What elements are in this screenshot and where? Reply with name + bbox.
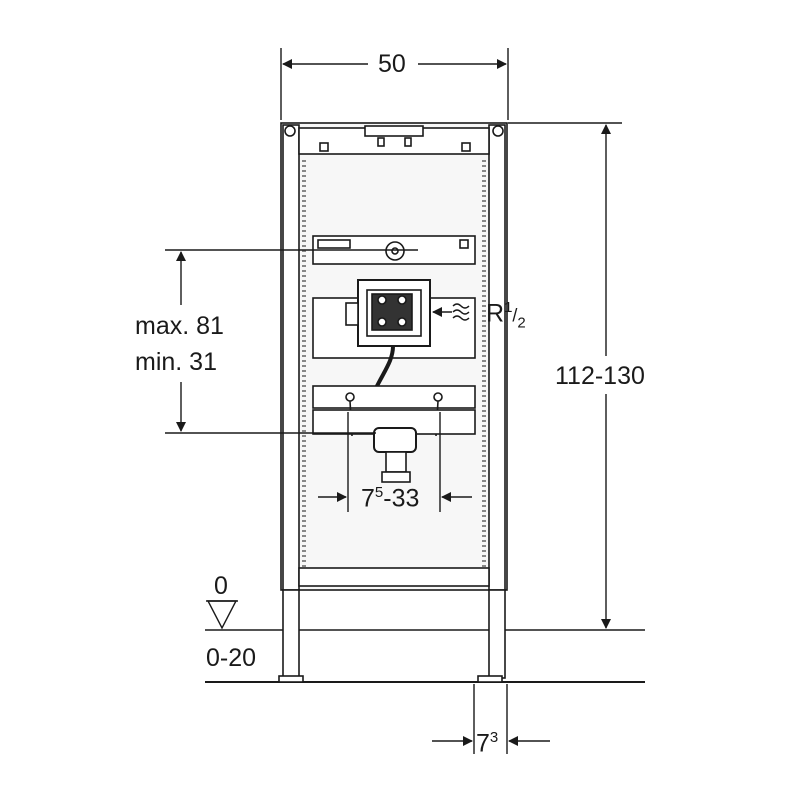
foot-width-base: 7	[476, 729, 490, 758]
pipe-spacing-sup: 5	[374, 484, 384, 501]
drain-outlet	[381, 471, 411, 483]
top-left-corner-hole	[284, 125, 296, 137]
valve-port-3	[377, 317, 387, 327]
height-dimension-label: 112-130	[555, 362, 645, 390]
floor-zero-label: 0	[214, 572, 228, 600]
left-foot-leg	[282, 589, 300, 679]
bottom-rail	[298, 567, 490, 587]
drain-support-bar	[312, 385, 476, 409]
pipe-spacing-rest: -33	[383, 484, 420, 513]
upper-rail-fixing-outer	[385, 241, 405, 261]
top-right-corner-hole	[492, 125, 504, 137]
thread-sup: 1	[504, 299, 513, 316]
pipe-spacing-label: 75-33	[361, 485, 419, 511]
top-rail-tab-1	[377, 137, 385, 147]
thread-base: R	[486, 299, 505, 328]
drain-collar	[373, 427, 417, 453]
connection-max-label: max. 81	[135, 312, 224, 340]
left-foot-plate	[278, 675, 304, 683]
floor-range-label: 0-20	[206, 644, 257, 672]
floor-level-triangle	[206, 600, 238, 630]
thread-symbol: ≈	[0, 0, 1, 1]
thread-wave-1	[452, 303, 470, 309]
left-upright	[282, 124, 300, 591]
valve-port-1	[377, 295, 387, 305]
top-rail-slot-right	[461, 142, 471, 152]
upper-rail-slot	[317, 239, 351, 249]
foot-width-sup: 3	[489, 729, 499, 746]
foot-width-label: 73	[476, 730, 498, 756]
drain-pipe	[385, 451, 407, 473]
connection-min-label: min. 31	[135, 348, 217, 376]
top-label-plate	[364, 125, 424, 137]
flush-pipe	[374, 345, 395, 389]
width-dimension-label: 50	[378, 50, 406, 78]
right-foot-leg	[488, 589, 506, 679]
top-rail-slot-left	[319, 142, 329, 152]
right-foot-plate	[477, 675, 503, 683]
upper-rail-fixing-inner	[391, 247, 399, 255]
thread-label: R1/2	[486, 300, 526, 330]
upper-rail-slot-right	[459, 239, 469, 249]
right-upright	[488, 124, 506, 591]
pipe-spacing-base: 7	[361, 484, 375, 513]
thread-wave-2	[452, 309, 470, 315]
valve-box-side-lug	[345, 302, 359, 326]
thread-slash: /	[512, 305, 518, 326]
thread-wave-3	[452, 315, 470, 321]
top-rail-tab-2	[404, 137, 412, 147]
thread-sub: 2	[517, 314, 526, 332]
valve-port-2	[397, 295, 407, 305]
valve-port-4	[397, 317, 407, 327]
